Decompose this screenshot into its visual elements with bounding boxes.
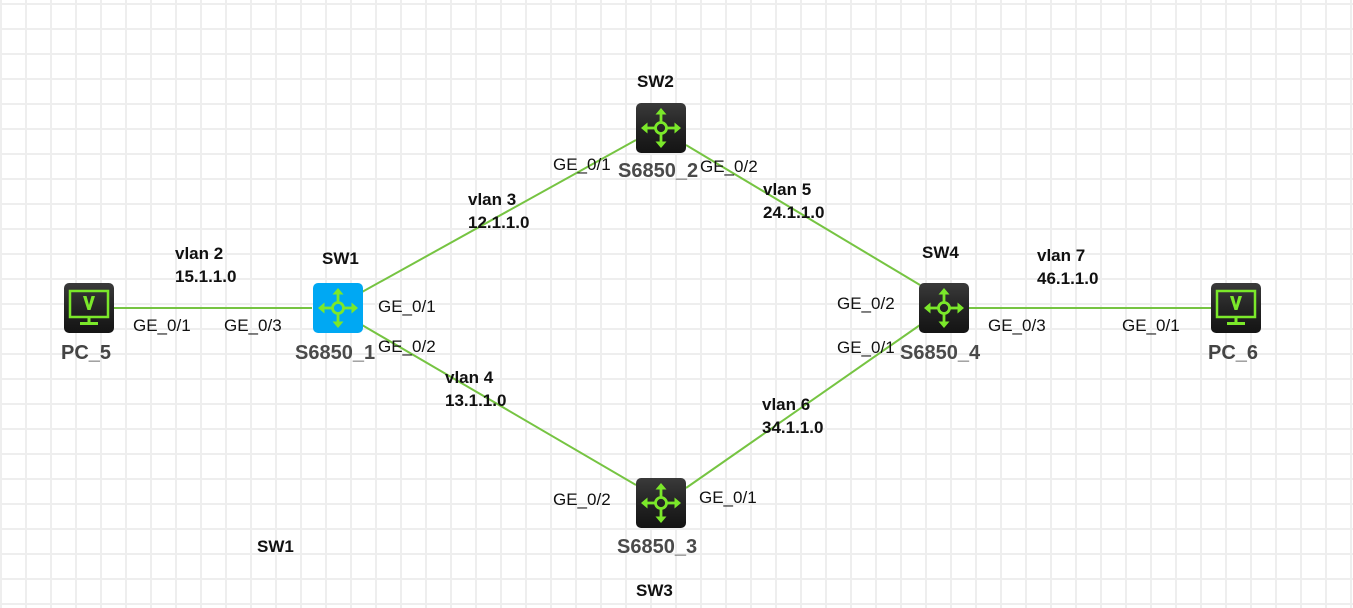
device-name-pc6: PC_6 <box>1208 342 1259 364</box>
port-label-sw3-ge01: GE_0/1 <box>699 488 757 507</box>
device-name-sw4: S6850_4 <box>900 342 981 364</box>
monitor-icon <box>1215 289 1257 325</box>
switch-arrows-icon <box>641 108 681 148</box>
link-vlan-sw1-sw3: vlan 4 <box>445 368 494 387</box>
link-network-sw3-sw4: 34.1.1.0 <box>762 418 824 437</box>
device-sw1[interactable] <box>313 283 363 333</box>
link-network-sw1-sw2: 12.1.1.0 <box>468 213 530 232</box>
port-label-sw4-ge02: GE_0/2 <box>837 294 895 313</box>
device-alias-sw2: SW2 <box>637 72 674 91</box>
link-vlan-sw4-pc6: vlan 7 <box>1037 246 1086 265</box>
port-label-pc6-ge01: GE_0/1 <box>1122 316 1180 335</box>
link-vlan-sw2-sw4: vlan 5 <box>763 180 812 199</box>
port-label-sw4-ge01: GE_0/1 <box>837 338 895 357</box>
port-label-sw2-ge01: GE_0/1 <box>553 155 611 174</box>
link-vlan-pc5-sw1: vlan 2 <box>175 244 224 263</box>
monitor-icon <box>68 289 110 325</box>
device-alias-sw1: SW1 <box>322 249 359 268</box>
switch-arrows-icon <box>924 288 964 328</box>
device-sw2[interactable] <box>636 103 686 153</box>
port-label-sw3-ge02: GE_0/2 <box>553 490 611 509</box>
device-alias-sw4: SW4 <box>922 243 959 262</box>
device-name-sw1: S6850_1 <box>295 342 376 364</box>
link-network-sw4-pc6: 46.1.1.0 <box>1037 269 1099 288</box>
device-sw4[interactable] <box>919 283 969 333</box>
device-name-sw3: S6850_3 <box>617 536 698 558</box>
link-network-pc5-sw1: 15.1.1.0 <box>175 267 237 286</box>
switch-arrows-icon <box>318 288 358 328</box>
link-network-sw2-sw4: 24.1.1.0 <box>763 203 825 222</box>
switch-arrows-icon <box>641 483 681 523</box>
link-network-sw1-sw3: 13.1.1.0 <box>445 391 507 410</box>
link-vlan-sw1-sw2: vlan 3 <box>468 190 517 209</box>
device-alias-sw3: SW3 <box>636 581 673 600</box>
device-sw3[interactable] <box>636 478 686 528</box>
device-pc6[interactable] <box>1211 283 1261 333</box>
port-label-pc5-ge01: GE_0/1 <box>133 316 191 335</box>
port-label-sw4-ge03: GE_0/3 <box>988 316 1046 335</box>
port-label-sw1-ge03: GE_0/3 <box>224 316 282 335</box>
device-pc5[interactable] <box>64 283 114 333</box>
free-text-label: SW1 <box>257 537 294 556</box>
link-vlan-sw3-sw4: vlan 6 <box>762 395 811 414</box>
device-name-sw2: S6850_2 <box>618 160 699 182</box>
port-label-sw1-ge01: GE_0/1 <box>378 297 436 316</box>
port-label-sw1-ge02: GE_0/2 <box>378 337 436 356</box>
port-label-sw2-ge02: GE_0/2 <box>700 157 758 176</box>
device-name-pc5: PC_5 <box>61 342 112 364</box>
